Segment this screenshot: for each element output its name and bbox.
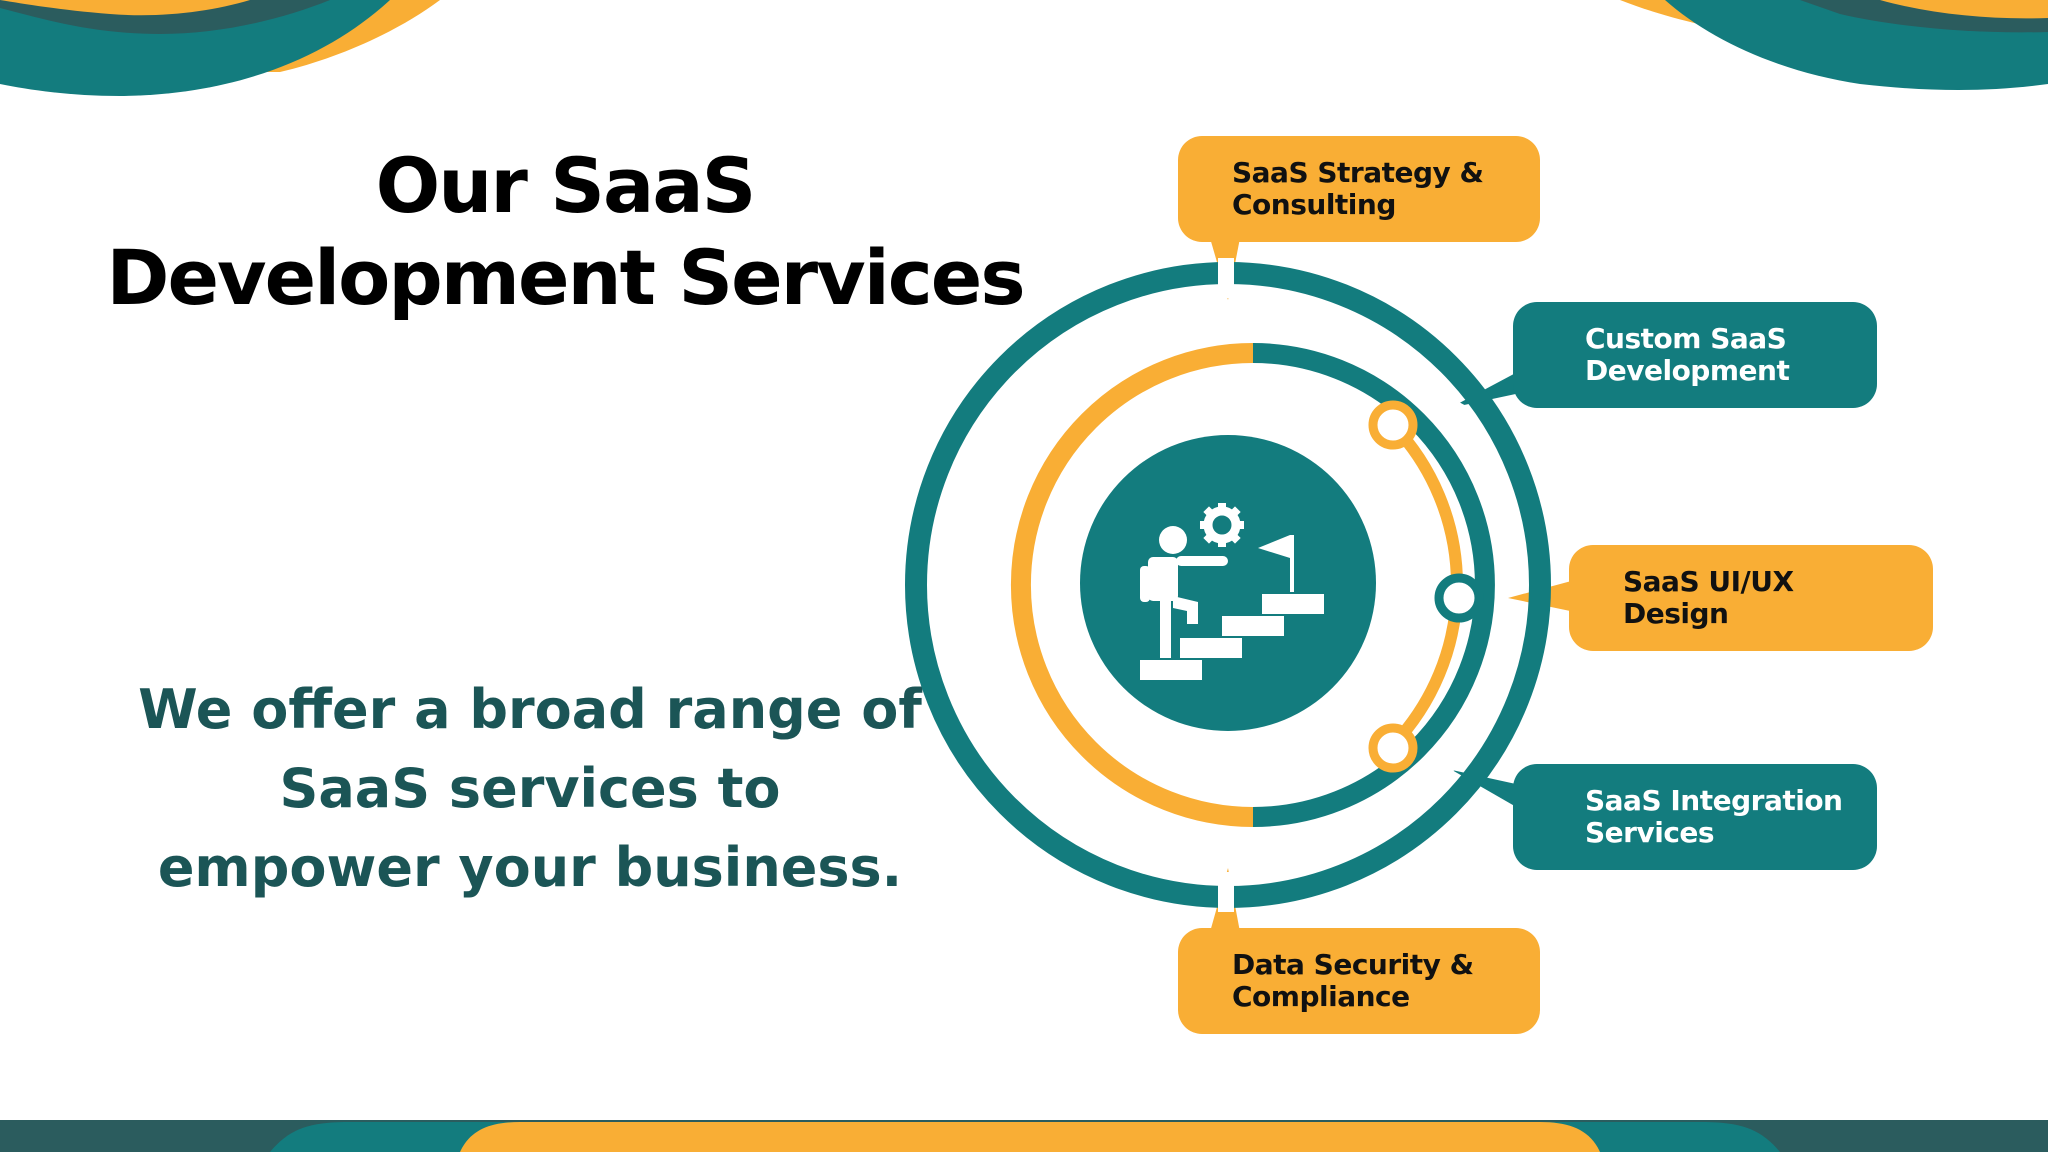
service-bubble-ui-ux: SaaS UI/UX Design xyxy=(1569,545,1933,651)
inner-ring-teal-arc xyxy=(1252,343,1495,827)
person-climbing-stairs-to-goal-icon xyxy=(1140,503,1324,680)
node-middle xyxy=(1434,573,1484,623)
outer-ring-gap-right-top xyxy=(1438,395,1470,422)
service-label: SaaS Strategy & Consulting xyxy=(1232,156,1484,221)
node-lower xyxy=(1368,723,1418,773)
service-bubble-strategy: SaaS Strategy & Consulting xyxy=(1178,136,1540,242)
page-title-line-2: Development Services xyxy=(106,233,1025,322)
service-bubble-data-security: Data Security & Compliance xyxy=(1178,928,1540,1034)
service-label: SaaS Integration Services xyxy=(1585,784,1843,849)
outer-ring-gap-top xyxy=(1218,258,1234,298)
page-title-line-1: Our SaaS xyxy=(375,141,757,230)
service-label: Data Security & Compliance xyxy=(1232,948,1474,1013)
service-label: Custom SaaS Development xyxy=(1585,322,1790,387)
bottom-band-yellow xyxy=(460,1122,1600,1152)
tagline: We offer a broad range of SaaS services … xyxy=(120,670,940,907)
outer-ring-gap-bottom xyxy=(1218,872,1234,912)
top-right-wave-inner xyxy=(1880,0,2048,19)
service-label: SaaS UI/UX Design xyxy=(1623,565,1794,630)
service-bubble-integration: SaaS Integration Services xyxy=(1513,764,1877,870)
center-disk xyxy=(1080,435,1376,731)
tagline-line-2: SaaS services to xyxy=(279,757,781,820)
node-upper xyxy=(1368,400,1418,450)
tagline-line-1: We offer a broad range of xyxy=(138,678,922,741)
outer-ring-gap-right-bottom xyxy=(1438,748,1470,775)
service-bubble-custom-development: Custom SaaS Development xyxy=(1513,302,1877,408)
tagline-line-3: empower your business. xyxy=(157,836,903,899)
page-title: Our SaaS Development Services xyxy=(80,140,1050,324)
top-left-wave-inner xyxy=(0,0,250,16)
inner-ring-yellow-arc xyxy=(1011,343,1254,827)
